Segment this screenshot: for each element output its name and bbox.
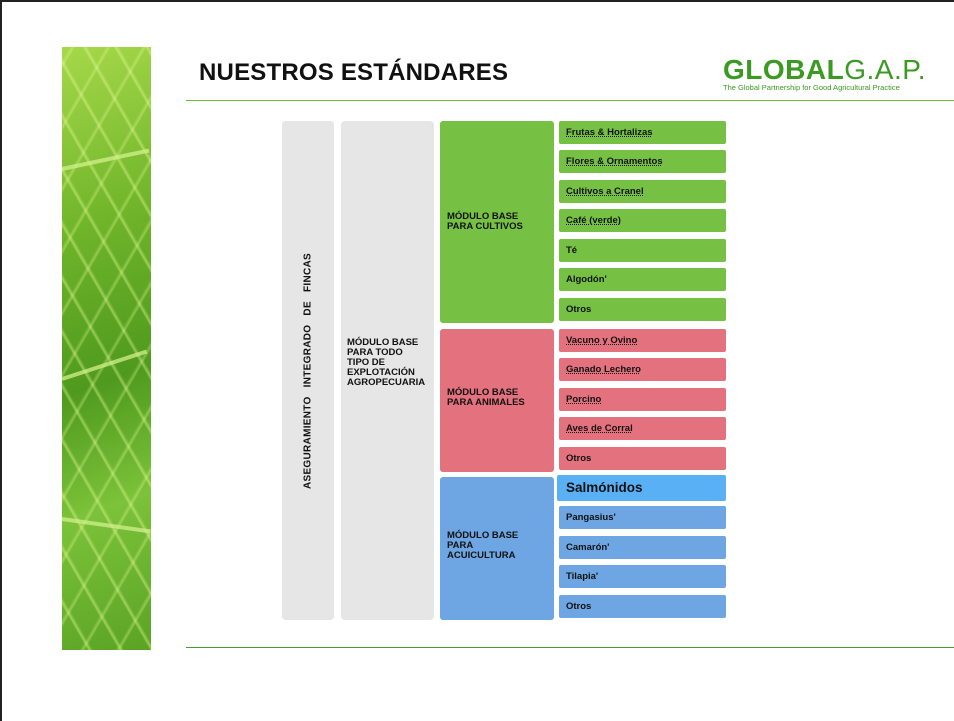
module-acuicultura: MÓDULO BASE PARA ACUICULTURA (440, 477, 554, 620)
item-label: Flores & Ornamentos (566, 156, 663, 167)
item-camaron: Camarón' (559, 536, 726, 559)
column-modulo-base-todo-label: MÓDULO BASE PARA TODO TIPO DE EXPLOTACIÓ… (347, 337, 426, 388)
module-acuicultura-label: MÓDULO BASE PARA ACUICULTURA (447, 530, 519, 561)
item-otros-acuicultura: Otros (559, 595, 726, 618)
item-cafe: Café (verde) (559, 209, 726, 232)
footer-divider (186, 647, 954, 648)
item-label: Café (verde) (566, 215, 621, 226)
logo-wordmark: GLOBALG.A.P. (723, 55, 948, 85)
logo-bold: GLOBAL (723, 54, 845, 85)
leaf-vein (61, 148, 150, 171)
logo-tagline: The Global Partnership for Good Agricult… (723, 83, 900, 92)
item-frutas-hortalizas: Frutas & Hortalizas (559, 121, 726, 144)
item-pangasius: Pangasius' (559, 506, 726, 529)
item-salmonidos: Salmónidos (557, 475, 726, 501)
item-ganado-lechero: Ganado Lechero (559, 358, 726, 381)
item-label: Otros (566, 453, 592, 464)
slide-title: NUESTROS ESTÁNDARES (199, 59, 509, 86)
column-aseguramiento: ASEGURAMIENTO INTEGRADO DE FINCAS (282, 121, 334, 620)
leaf-image (61, 47, 151, 650)
item-label: Otros (566, 601, 592, 612)
item-label: Algodón' (566, 274, 607, 285)
item-vacuno-ovino: Vacuno y Ovino (559, 329, 726, 352)
item-label: Salmónidos (566, 480, 643, 495)
item-label: Té (566, 245, 578, 256)
item-label: Otros (566, 304, 592, 315)
item-cultivos-granel: Cultivos a Cranel (559, 180, 726, 203)
leaf-vein (61, 349, 148, 381)
globalgap-logo: GLOBALG.A.P. The Global Partnership for … (723, 55, 948, 93)
leaf-vein (61, 517, 151, 534)
item-aves-corral: Aves de Corral (559, 417, 726, 440)
item-label: Frutas & Hortalizas (566, 127, 653, 138)
item-label: Porcino (566, 394, 602, 405)
item-tilapia: Tilapia' (559, 565, 726, 588)
module-animales: MÓDULO BASE PARA ANIMALES (440, 329, 554, 472)
item-flores-ornamentos: Flores & Ornamentos (559, 150, 726, 173)
item-label: Aves de Corral (566, 423, 633, 434)
module-animales-label: MÓDULO BASE PARA ANIMALES (447, 387, 525, 408)
item-te: Té (559, 239, 726, 262)
item-algodon: Algodón' (559, 268, 726, 291)
item-label: Cultivos a Cranel (566, 186, 644, 197)
item-otros-animales: Otros (559, 447, 726, 470)
column-aseguramiento-label: ASEGURAMIENTO INTEGRADO DE FINCAS (302, 252, 314, 489)
item-label: Camarón' (566, 542, 610, 553)
item-porcino: Porcino (559, 388, 726, 411)
item-label: Ganado Lechero (566, 364, 641, 375)
module-cultivos: MÓDULO BASE PARA CULTIVOS (440, 121, 554, 323)
header-divider (186, 100, 954, 101)
logo-light: G.A.P. (844, 54, 927, 85)
item-otros-cultivos: Otros (559, 298, 726, 321)
module-cultivos-label: MÓDULO BASE PARA CULTIVOS (447, 211, 523, 232)
item-label: Tilapia' (566, 571, 599, 582)
item-label: Vacuno y Ovino (566, 335, 638, 346)
item-label: Pangasius' (566, 512, 616, 523)
column-modulo-base-todo: MÓDULO BASE PARA TODO TIPO DE EXPLOTACIÓ… (341, 121, 434, 620)
